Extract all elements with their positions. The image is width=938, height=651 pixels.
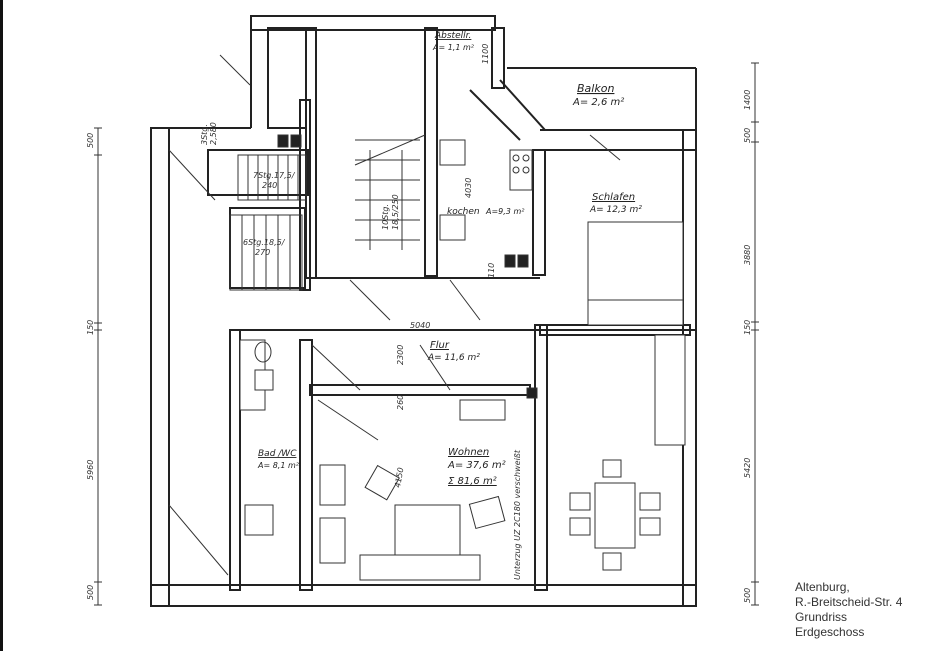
room-label-wohnen: Wohnen A= 37,6 m² Σ 81,6 m²: [447, 447, 506, 487]
dim-abstell-height: 1100: [481, 44, 490, 64]
stair-label-entry: 3Stg. 2,580: [200, 122, 218, 145]
svg-text:18,5/250: 18,5/250: [391, 194, 400, 230]
left-dim-2: 150: [86, 320, 95, 335]
svg-text:7Stg.17,5/: 7Stg.17,5/: [253, 171, 296, 180]
dim-kitchen-height: 4030: [464, 178, 473, 198]
svg-text:240: 240: [262, 181, 277, 190]
room-label-kochen: kochen A=9,3 m²: [447, 207, 525, 217]
svg-text:Abstellr.: Abstellr.: [434, 31, 471, 41]
dimension-line-right: [751, 62, 759, 606]
room-label-abstell: Abstellr. A= 1,1 m²: [432, 31, 475, 52]
bedroom-furniture: [587, 221, 684, 326]
svg-text:10Stg.: 10Stg.: [381, 204, 390, 230]
svg-text:A= 8,1 m²: A= 8,1 m²: [257, 461, 300, 470]
title-block: Altenburg, R.-Breitscheid-Str. 4 Grundri…: [795, 580, 902, 640]
stair-label-center: 10Stg. 18,5/250: [381, 194, 400, 230]
page-border: [0, 0, 3, 651]
svg-text:Bad /WC: Bad /WC: [258, 449, 297, 459]
bathroom-fixtures: [239, 339, 274, 536]
room-label-schlafen: Schlafen A= 12,3 m²: [589, 192, 642, 215]
right-dim-6: 500: [743, 588, 752, 603]
svg-text:A=9,3 m²: A=9,3 m²: [485, 207, 525, 216]
svg-text:Balkon: Balkon: [577, 82, 614, 95]
left-dim-4: 500: [86, 585, 95, 600]
dimension-line-left: [94, 127, 102, 606]
svg-text:270: 270: [255, 248, 270, 257]
stair-label-upper: 7Stg.17,5/ 240: [253, 171, 296, 190]
svg-text:A= 37,6 m²: A= 37,6 m²: [447, 460, 506, 471]
stairs-lower: [229, 214, 303, 291]
stairs-upper: [237, 154, 307, 201]
dim-kitchen-door: 110: [487, 263, 496, 278]
wall-note: Unterzug UZ 2C180 verschweißt: [513, 449, 522, 580]
left-dim-1: 500: [86, 133, 95, 148]
right-dim-1: 1400: [743, 90, 752, 110]
title-street: R.-Breitscheid-Str. 4: [795, 595, 903, 609]
svg-text:3Stg.: 3Stg.: [200, 124, 209, 145]
right-dim-4: 150: [743, 320, 752, 335]
stairs-center: [354, 134, 426, 250]
svg-text:Schlafen: Schlafen: [592, 192, 635, 203]
interior-walls: [207, 27, 696, 591]
svg-text:Flur: Flur: [430, 340, 450, 351]
svg-text:A= 11,6 m²: A= 11,6 m²: [427, 353, 480, 363]
dim-wohnen-note: 4150: [393, 467, 405, 489]
svg-text:6Stg.18,5/: 6Stg.18,5/: [243, 238, 286, 247]
left-dim-3: 5960: [86, 460, 95, 480]
title-city: Altenburg,: [795, 580, 850, 594]
dining-furniture: [569, 334, 686, 571]
svg-text:2,580: 2,580: [209, 122, 218, 145]
right-dim-5: 5420: [743, 458, 752, 478]
kitchen-fixtures: [277, 134, 538, 399]
room-label-bad: Bad /WC A= 8,1 m²: [257, 449, 300, 470]
room-label-balkon: Balkon A= 2,6 m²: [572, 82, 624, 108]
stair-label-lower: 6Stg.18,5/ 270: [243, 238, 286, 257]
room-label-flur: Flur A= 11,6 m²: [427, 340, 480, 363]
dim-wall-thickness: 260: [396, 395, 405, 410]
dim-flur-width: 5040: [410, 321, 430, 330]
svg-text:A= 2,6 m²: A= 2,6 m²: [572, 97, 624, 108]
svg-text:A= 1,1 m²: A= 1,1 m²: [432, 43, 475, 52]
right-dim-2: 500: [743, 128, 752, 143]
title-floor: Erdgeschoss: [795, 625, 865, 639]
svg-text:Σ 81,6 m²: Σ 81,6 m²: [448, 476, 497, 487]
door-swings: [168, 54, 621, 576]
right-dim-3: 3880: [743, 245, 752, 265]
title-drawing-type: Grundriss: [795, 610, 848, 624]
balcony-corner: [469, 79, 546, 141]
svg-text:A= 12,3 m²: A= 12,3 m²: [589, 205, 642, 215]
dim-flur-height: 2300: [396, 345, 405, 365]
svg-text:kochen: kochen: [447, 207, 480, 217]
svg-text:Wohnen: Wohnen: [448, 447, 489, 458]
living-furniture: [319, 399, 506, 581]
